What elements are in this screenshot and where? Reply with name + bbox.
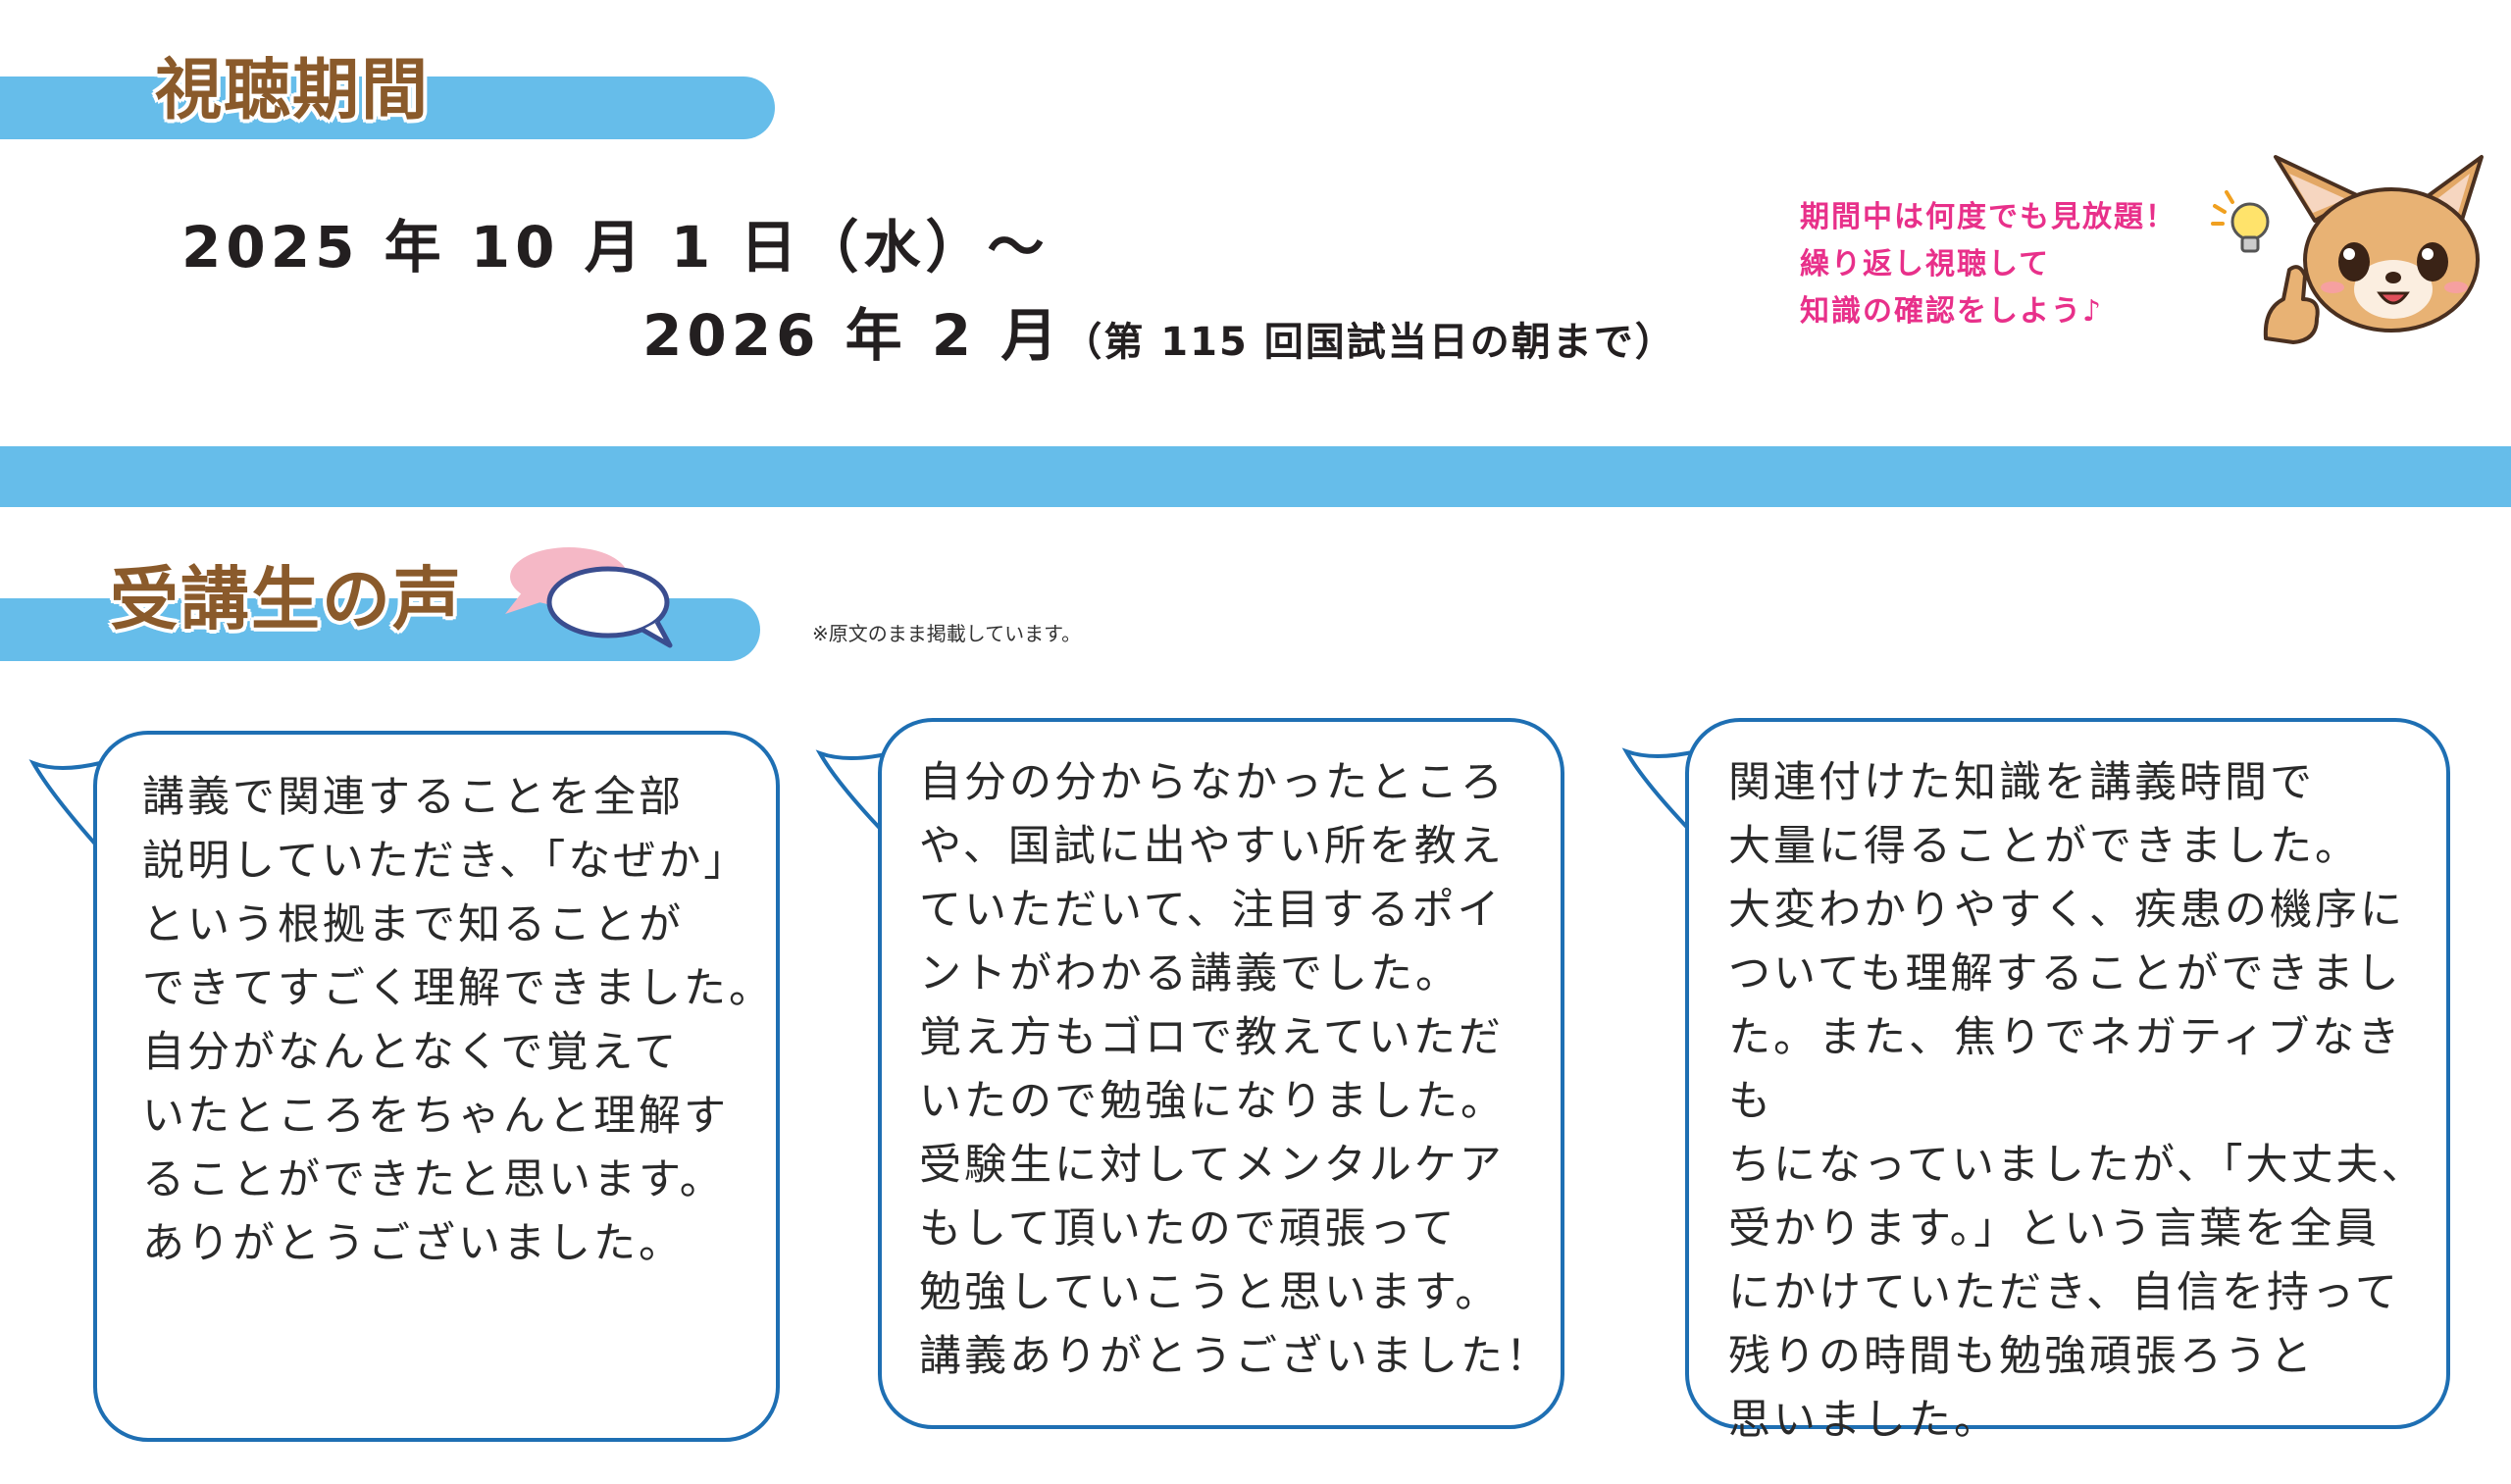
bubble-1-tail xyxy=(28,759,102,851)
period-start-line: 2025 年 10 月 1 日（水）～ xyxy=(181,214,1050,281)
mascot-note-line1: 期間中は何度でも見放題！ xyxy=(1800,200,2177,234)
viewing-period-title: 視聴期間 xyxy=(155,52,431,129)
bubble-3-tail xyxy=(1621,747,1699,840)
testimonial-1-text: 講義で関連することを全部 説明していただき、「なぜか」 という根拠まで知ることが… xyxy=(142,773,774,1268)
period-end-line: 2026 年 2 月（第 115 回国試当日の朝まで） xyxy=(642,289,1676,372)
section-divider-band xyxy=(0,446,2511,507)
mascot-note-line2: 繰り返し視聴して xyxy=(1800,247,2051,281)
mascot-note: 期間中は何度でも見放題！ 繰り返し視聴して 知識の確認をしよう♪ xyxy=(1800,194,2177,335)
period-end-note: （第 115 回国試当日の朝まで） xyxy=(1062,320,1676,365)
testimonial-bubble-1: 講義で関連することを全部 説明していただき、「なぜか」 という根拠まで知ることが… xyxy=(93,731,780,1442)
testimonial-2-text: 自分の分からなかったところ や、国試に出やすい所を教え ていただいて、注目するポ… xyxy=(919,758,1551,1381)
bubble-2-tail xyxy=(815,749,893,842)
testimonial-bubble-3: 関連付けた知識を講義時間で 大量に得ることができました。 大変わかりやすく、疾患… xyxy=(1685,718,2450,1445)
original-text-note: ※原文のまま掲載しています。 xyxy=(812,622,1082,645)
viewing-period-tab-bar xyxy=(0,77,775,139)
testimonial-3-text: 関連付けた知識を講義時間で 大量に得ることができました。 大変わかりやすく、疾患… xyxy=(1728,758,2427,1445)
lightbulb-icon xyxy=(2211,190,2270,253)
testimonial-bubble-2: 自分の分からなかったところ や、国試に出やすい所を教え ていただいて、注目するポ… xyxy=(878,718,1564,1429)
speech-bubbles-icon xyxy=(505,547,673,648)
voices-title: 受講生の声 xyxy=(110,559,463,640)
mascot-note-line3: 知識の確認をしよう♪ xyxy=(1800,294,2104,329)
chihuahua-mascot-icon xyxy=(2263,155,2484,344)
period-end-date: 2026 年 2 月 xyxy=(642,302,1063,369)
